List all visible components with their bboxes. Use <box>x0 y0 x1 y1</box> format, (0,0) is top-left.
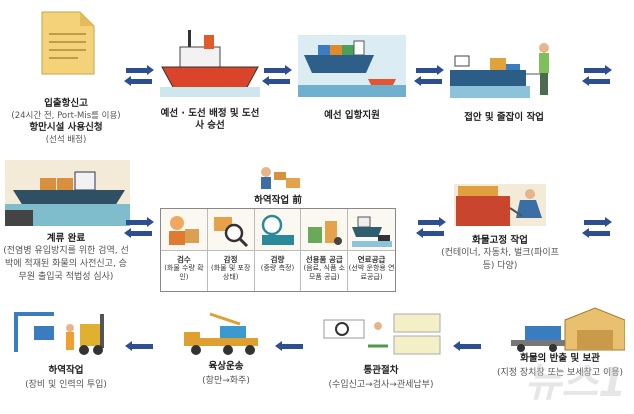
bidirectional-arrow-icon <box>582 65 612 86</box>
cargo-securing-icon <box>454 184 546 226</box>
step-unloading: 하역작업 (장비 및 인력의 투입) <box>0 364 132 392</box>
left-arrow-icon <box>125 338 153 358</box>
berthing-icon <box>450 43 549 98</box>
moored-ship-icon <box>5 160 130 226</box>
step-title: 계류 완료 <box>46 233 86 244</box>
supplies-icon <box>308 220 343 245</box>
watermark-logo: 뉴스1 <box>524 360 626 406</box>
pre-item-bunkering: 연료공급(선박 운항용 연료공급) <box>348 209 395 291</box>
left-arrow-icon <box>453 338 481 358</box>
step-port-entry: 입출항신고 (24시간 전, Port-Mis를 이용) 항만시설 사용신청 (… <box>0 98 132 146</box>
bidirectional-arrow-icon <box>262 65 292 86</box>
step-title: 육상운송 <box>208 361 244 372</box>
step-title: 예선 입항지원 <box>324 110 380 121</box>
step-title: 접안 및 줄잡이 작업 <box>464 112 544 123</box>
bidirectional-arrow-icon <box>582 217 612 238</box>
warehouse-icon <box>511 307 625 352</box>
step-desc: (장비 및 인력의 투입) <box>25 380 107 390</box>
step-cargo-securing: 화물고정 작업 (컨테이너, 자동차, 벌크(파이프 등) 다양) <box>440 234 560 273</box>
pre-unloading-table: 검수(화물 수량 확인) 감정(화물 및 포장상태) 검량(중량 측정) 선용품… <box>160 208 396 292</box>
step-mooring: 계류 완료 (전염병 유입방지를 위한 검역, 선박에 적재된 화물의 사전신고… <box>2 232 130 284</box>
step-title: 하역작업 <box>48 365 84 376</box>
bunkering-ship-icon <box>351 216 392 247</box>
pre-item-desc: (선박 운항용 연료공급) <box>348 264 395 281</box>
step-land-transport: 육상운송 (항만→화주) <box>170 360 282 388</box>
scale-icon <box>262 214 295 245</box>
step-title: 입출항신고 <box>44 98 88 109</box>
step-desc: (컨테이너, 자동차, 벌크(파이프 등) 다양) <box>441 248 559 271</box>
truck-icon <box>184 312 258 355</box>
step-desc: (전염병 유입방지를 위한 검역, 선박에 적재된 화물의 사전신고, 승무원 … <box>3 246 129 282</box>
pre-item-supplies: 선용품 공급(음료, 식품 소모품 공급) <box>301 209 349 291</box>
pre-item-tally: 검수(화물 수량 확인) <box>161 209 208 291</box>
step-storage: 화물의 반출 및 보관 (지정 장치장 또는 보세창고 이용) <box>490 352 630 380</box>
step-title: 화물고정 작업 <box>472 235 528 246</box>
pre-item-survey: 감정(화물 및 포장상태) <box>207 209 255 291</box>
document-icon <box>41 11 95 75</box>
pre-item-desc: (화물 수량 확인) <box>164 264 204 281</box>
pre-item-title: 검수 <box>176 255 191 264</box>
tugboat-icon <box>160 30 260 97</box>
step-desc: (선석 배정) <box>45 135 87 145</box>
container-ship-icon <box>298 35 406 97</box>
pre-unloading-title: 하역작업 前 <box>254 195 302 206</box>
customs-icon <box>323 313 441 355</box>
pre-item-desc: (음료, 식품 소모품 공급) <box>303 264 346 281</box>
step-desc: (24시간 전, Port-Mis를 이용) <box>11 111 121 121</box>
pre-item-title: 검량 <box>270 255 285 264</box>
step-title: 항만시설 사용신청 <box>29 122 103 133</box>
step-title: 통관절차 <box>363 365 399 376</box>
pre-item-desc: (화물 및 포장상태) <box>211 264 251 281</box>
step-desc: (수입신고→검사→관세납부) <box>328 380 434 390</box>
step-customs: 통관절차 (수입신고→검사→관세납부) <box>306 364 456 392</box>
left-arrow-icon <box>275 338 303 358</box>
pre-item-weighing: 검량(중량 측정) <box>254 209 302 291</box>
pre-item-desc: (중량 측정) <box>260 264 295 272</box>
pre-item-title: 감정 <box>223 255 238 264</box>
magnifier-box-icon <box>213 216 248 247</box>
worker-boxes-icon <box>261 167 300 189</box>
step-title: 예선 · 도선 배정 및 도선사 승선 <box>160 108 260 131</box>
bidirectional-arrow-icon <box>124 217 154 238</box>
pre-item-title: 연료공급 <box>357 255 386 264</box>
bidirectional-arrow-icon <box>414 65 444 86</box>
pre-item-title: 선용품 공급 <box>305 255 343 264</box>
step-title: 화물의 반출 및 보관 <box>520 353 600 364</box>
bidirectional-arrow-icon <box>124 65 154 86</box>
bidirectional-arrow-icon <box>416 217 446 238</box>
tally-worker-icon <box>168 215 199 245</box>
step-desc: (지정 장치장 또는 보세창고 이용) <box>496 368 624 378</box>
unloading-equipment-icon <box>14 312 104 355</box>
step-desc: (항만→화주) <box>202 376 250 386</box>
